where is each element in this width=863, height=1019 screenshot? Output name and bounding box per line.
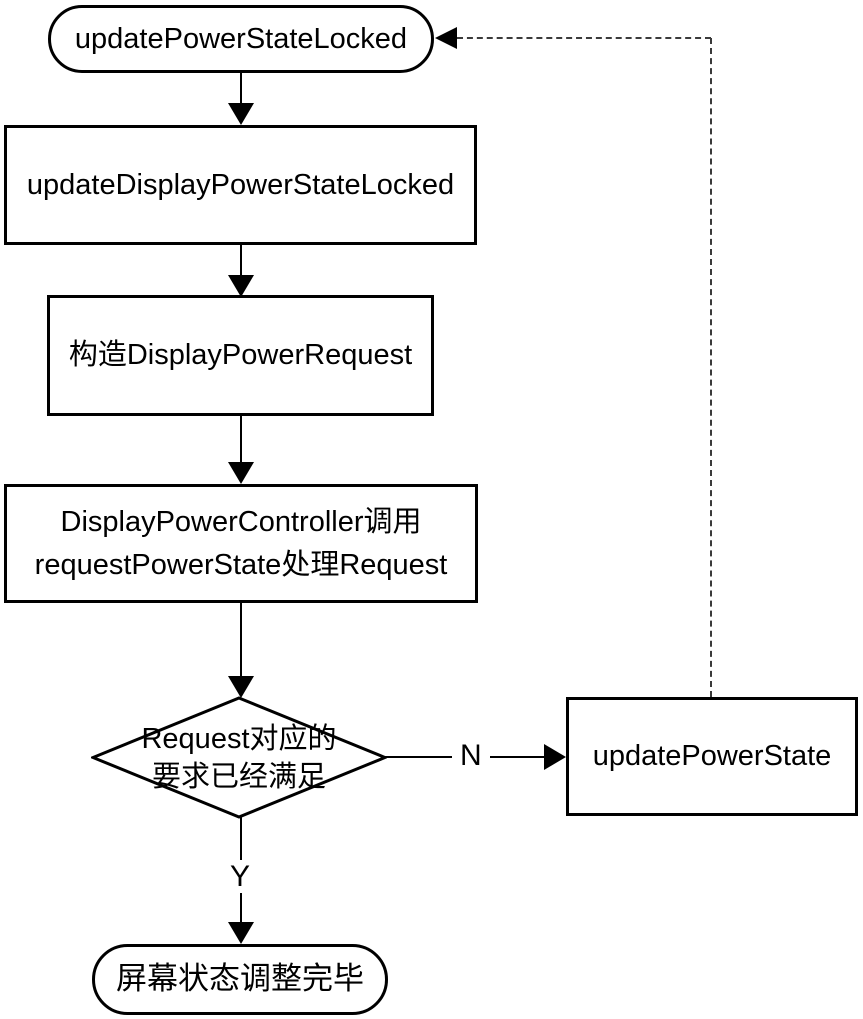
arrowhead-update-power-state-icon [544,744,566,770]
arrowhead-controller-call-icon [228,462,254,484]
node-build-request: 构造DisplayPowerRequest [47,295,434,416]
node-update-display-label: updateDisplayPowerStateLocked [26,168,455,201]
node-decision-line1: Request对应的 [141,722,337,755]
node-decision: Request对应的 要求已经满足 [93,698,385,817]
node-start: updatePowerStateLocked [48,5,434,73]
edge-build-request-to-controller-call [240,416,242,464]
arrowhead-update-display-icon [228,103,254,125]
node-build-request-label: 构造DisplayPowerRequest [68,339,413,372]
node-end: 屏幕状态调整完毕 [92,944,388,1015]
node-update-power-state-label: updatePowerState [592,740,832,773]
feedback-arrowhead-icon [435,27,457,49]
node-update-display: updateDisplayPowerStateLocked [4,125,477,245]
node-update-power-state: updatePowerState [566,697,858,816]
edge-start-to-update-display [240,73,242,106]
node-decision-line2: 要求已经满足 [151,760,326,793]
feedback-edge-horizontal [457,37,711,39]
feedback-edge-vertical [710,38,712,697]
edge-controller-call-to-decision [240,603,242,678]
node-controller-call-line2: requestPowerState处理Request [34,548,448,581]
node-controller-call-line1: DisplayPowerController调用 [60,505,422,538]
node-start-label: updatePowerStateLocked [74,22,408,55]
edge-label-yes: Y [222,860,259,893]
arrowhead-decision-icon [228,676,254,698]
node-end-label: 屏幕状态调整完毕 [116,961,364,997]
edge-label-no: N [452,739,490,772]
node-controller-call: DisplayPowerController调用 requestPowerSta… [4,484,478,603]
edge-update-display-to-build-request [240,245,242,277]
arrowhead-build-request-icon [228,275,254,297]
arrowhead-end-icon [228,922,254,944]
node-decision-shape [91,696,387,819]
